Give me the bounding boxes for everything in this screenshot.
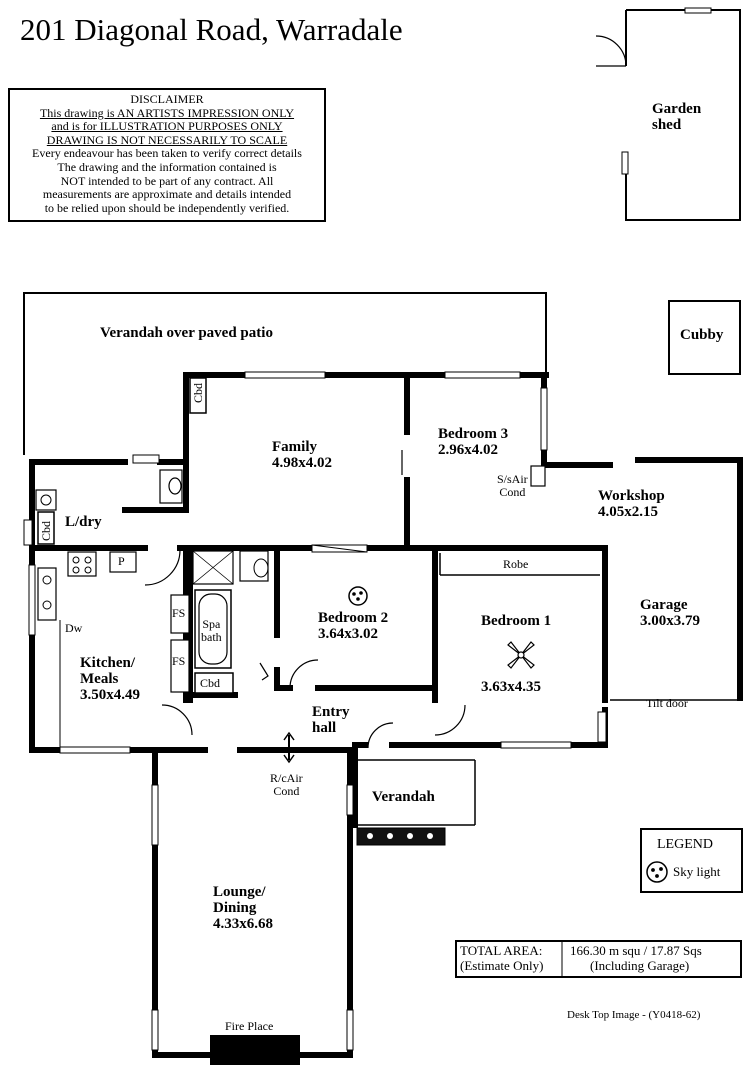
dishwasher-label: Dw xyxy=(65,621,83,635)
laundry-label: L/dry xyxy=(65,514,102,530)
room-name: Meals xyxy=(80,670,119,687)
garden-shed-line: shed xyxy=(652,116,682,133)
total-area-box xyxy=(455,940,742,978)
ssair-label: S/sAir Cond xyxy=(497,473,528,498)
cbd-label: Cbd xyxy=(191,382,205,403)
cubby-label: Cubby xyxy=(680,327,724,343)
legend-item-skylight: Sky light xyxy=(673,864,721,879)
bedroom1-size: 3.63x4.35 xyxy=(481,679,541,695)
room-name: Garage xyxy=(640,597,688,613)
area-value: 166.30 m squ / 17.87 Sqs xyxy=(570,943,702,958)
bedroom2-label: Bedroom 2 3.64x3.02 xyxy=(318,610,389,643)
room-name: Bedroom 3 xyxy=(438,426,509,442)
room-name: Dining xyxy=(213,899,257,916)
room-name: Lounge/ xyxy=(213,884,266,900)
family-label: Family 4.98x4.02 xyxy=(272,439,332,472)
verandah-label: Verandah xyxy=(372,789,435,805)
fs-label: FS xyxy=(172,654,186,668)
room-name: hall xyxy=(312,719,337,736)
disclaimer-line: and is for ILLUSTRATION PURPOSES ONLY xyxy=(51,119,283,134)
bedroom3-label: Bedroom 3 2.96x4.02 xyxy=(438,426,509,459)
disclaimer-line: to be relied upon should be independentl… xyxy=(44,200,290,215)
area-label: (Estimate Only) xyxy=(460,958,544,973)
disclaimer-line: This drawing is AN ARTISTS IMPRESSION ON… xyxy=(39,105,295,120)
entry-hall-label: Entry hall xyxy=(312,704,350,737)
room-size: 2.96x4.02 xyxy=(438,441,498,458)
fire-place-label: Fire Place xyxy=(225,1019,274,1033)
verandah-patio-label: Verandah over paved patio xyxy=(100,325,273,341)
legend-title: LEGEND xyxy=(657,837,713,852)
rcair-line: Cond xyxy=(273,783,300,798)
ssair-line: Cond xyxy=(499,484,526,499)
room-name: Family xyxy=(272,439,317,455)
room-name: Bedroom 2 xyxy=(318,610,389,626)
robe-label: Robe xyxy=(503,557,529,571)
garage-label: Garage 3.00x3.79 xyxy=(640,597,700,630)
rcair-line: R/cAir xyxy=(270,771,303,785)
cbd-label: Cbd xyxy=(39,520,53,541)
legend-box xyxy=(640,828,743,893)
spa-line: bath xyxy=(201,629,222,644)
kitchen-label: Kitchen/ Meals 3.50x4.49 xyxy=(80,655,140,703)
bedroom1-name: Bedroom 1 xyxy=(481,613,552,629)
room-name: Entry xyxy=(312,704,350,720)
area-value: (Including Garage) xyxy=(590,958,690,973)
room-size: 3.50x4.49 xyxy=(80,686,140,703)
ssair-line: S/sAir xyxy=(497,472,528,486)
lounge-label: Lounge/ Dining 4.33x6.68 xyxy=(213,884,273,932)
fs-label: FS xyxy=(172,606,186,620)
disclaimer-box: DISCLAIMER This drawing is AN ARTISTS IM… xyxy=(8,88,326,222)
room-size: 4.05x2.15 xyxy=(598,503,658,520)
disclaimer-line: NOT intended to be part of any contract.… xyxy=(60,173,274,188)
disclaimer-line: measurements are approximate and details… xyxy=(42,187,292,202)
workshop-label: Workshop 4.05x2.15 xyxy=(598,488,665,521)
disclaimer-line: DRAWING IS NOT NECESSARILY TO SCALE xyxy=(46,132,288,147)
disclaimer-line: The drawing and the information containe… xyxy=(57,159,277,174)
disclaimer-line: Every endeavour has been taken to verify… xyxy=(32,146,302,161)
room-size: 4.98x4.02 xyxy=(272,454,332,471)
room-size: 3.64x3.02 xyxy=(318,625,378,642)
rc-air-cond-label: R/cAir Cond xyxy=(270,772,303,797)
footer-text: Desk Top Image - (Y0418-62) xyxy=(567,1009,701,1021)
tilt-door-label: Tilt door xyxy=(646,696,688,710)
garden-shed-label: Garden shed xyxy=(652,101,702,134)
spa-line: Spa xyxy=(202,617,221,631)
pantry-label: P xyxy=(118,554,125,568)
area-label: TOTAL AREA: xyxy=(460,943,543,958)
spa-bath-label: Spa bath xyxy=(201,618,222,643)
room-size: 3.00x3.79 xyxy=(640,612,700,629)
room-name: Workshop xyxy=(598,488,665,504)
room-name: Kitchen/ xyxy=(80,655,135,671)
cbd-label: Cbd xyxy=(200,676,221,690)
room-size: 4.33x6.68 xyxy=(213,915,273,932)
disclaimer-heading: DISCLAIMER xyxy=(130,92,204,106)
page-title: 201 Diagonal Road, Warradale xyxy=(20,12,403,47)
garden-shed-line: Garden xyxy=(652,101,702,117)
